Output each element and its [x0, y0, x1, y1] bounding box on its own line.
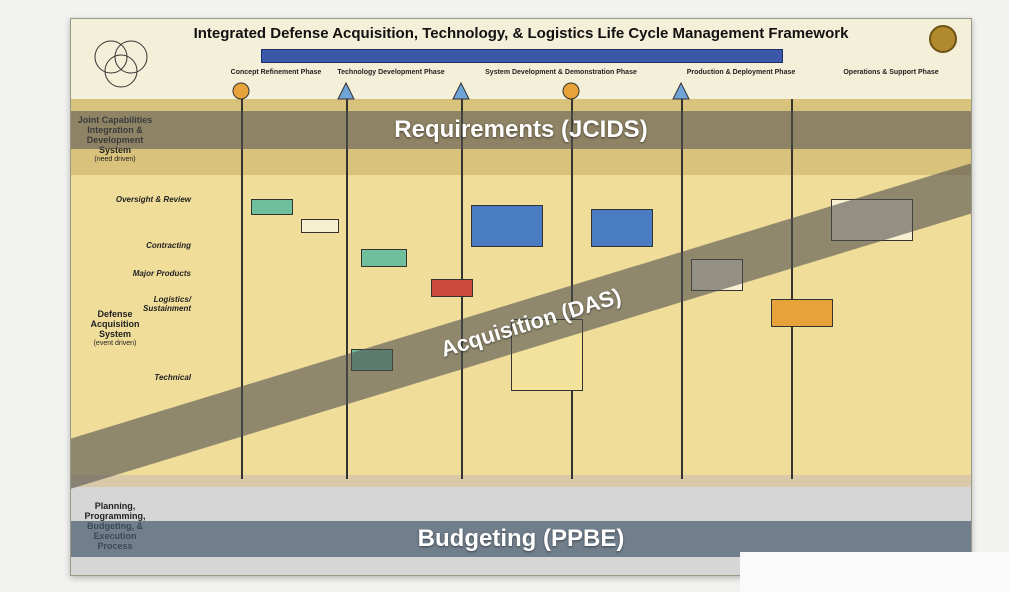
row-label-products: Major Products: [132, 269, 191, 278]
process-box: [301, 219, 339, 233]
process-box: [361, 249, 407, 267]
phase-production: Production & Deployment Phase: [686, 69, 796, 76]
phase-sdd: System Development & Demonstration Phase: [485, 69, 637, 76]
phase-technology: Technology Development Phase: [337, 69, 445, 76]
process-box: [591, 209, 653, 247]
milestone-a-icon: [336, 81, 356, 101]
process-box: [251, 199, 293, 215]
seal-icon: [929, 25, 957, 53]
venn-diagram: [83, 37, 163, 89]
row-label-technical: Technical: [154, 373, 191, 382]
requirements-overlay: Requirements (JCIDS): [71, 111, 971, 149]
poster-title: Integrated Defense Acquisition, Technolo…: [193, 25, 849, 42]
milestone-b-icon: [451, 81, 471, 101]
phase-divider: [346, 99, 348, 479]
corner-fade: [740, 552, 1009, 592]
row-label-logistics: Logistics/ Sustainment: [142, 295, 191, 313]
phase-divider: [791, 99, 793, 479]
milestone-drr-icon: [561, 81, 581, 101]
framework-poster: Integrated Defense Acquisition, Technolo…: [70, 18, 972, 576]
milestone-c-icon: [671, 81, 691, 101]
row-label-contracting: Contracting: [146, 241, 191, 250]
phase-divider: [241, 99, 243, 479]
milestone-cd-icon: [231, 81, 251, 101]
phase-concept: Concept Refinement Phase: [230, 69, 322, 76]
das-label: Defense Acquisition System (event driven…: [90, 309, 140, 347]
process-box: [771, 299, 833, 327]
phase-operations: Operations & Support Phase: [843, 69, 939, 76]
budgeting-overlay: Budgeting (PPBE): [71, 521, 971, 557]
process-box: [471, 205, 543, 247]
process-box: [431, 279, 473, 297]
phase-row: Concept Refinement Phase Technology Deve…: [221, 69, 961, 99]
cost-band: [71, 475, 971, 487]
blue-banner: [261, 49, 783, 63]
row-label-oversight: Oversight & Review: [115, 195, 191, 204]
